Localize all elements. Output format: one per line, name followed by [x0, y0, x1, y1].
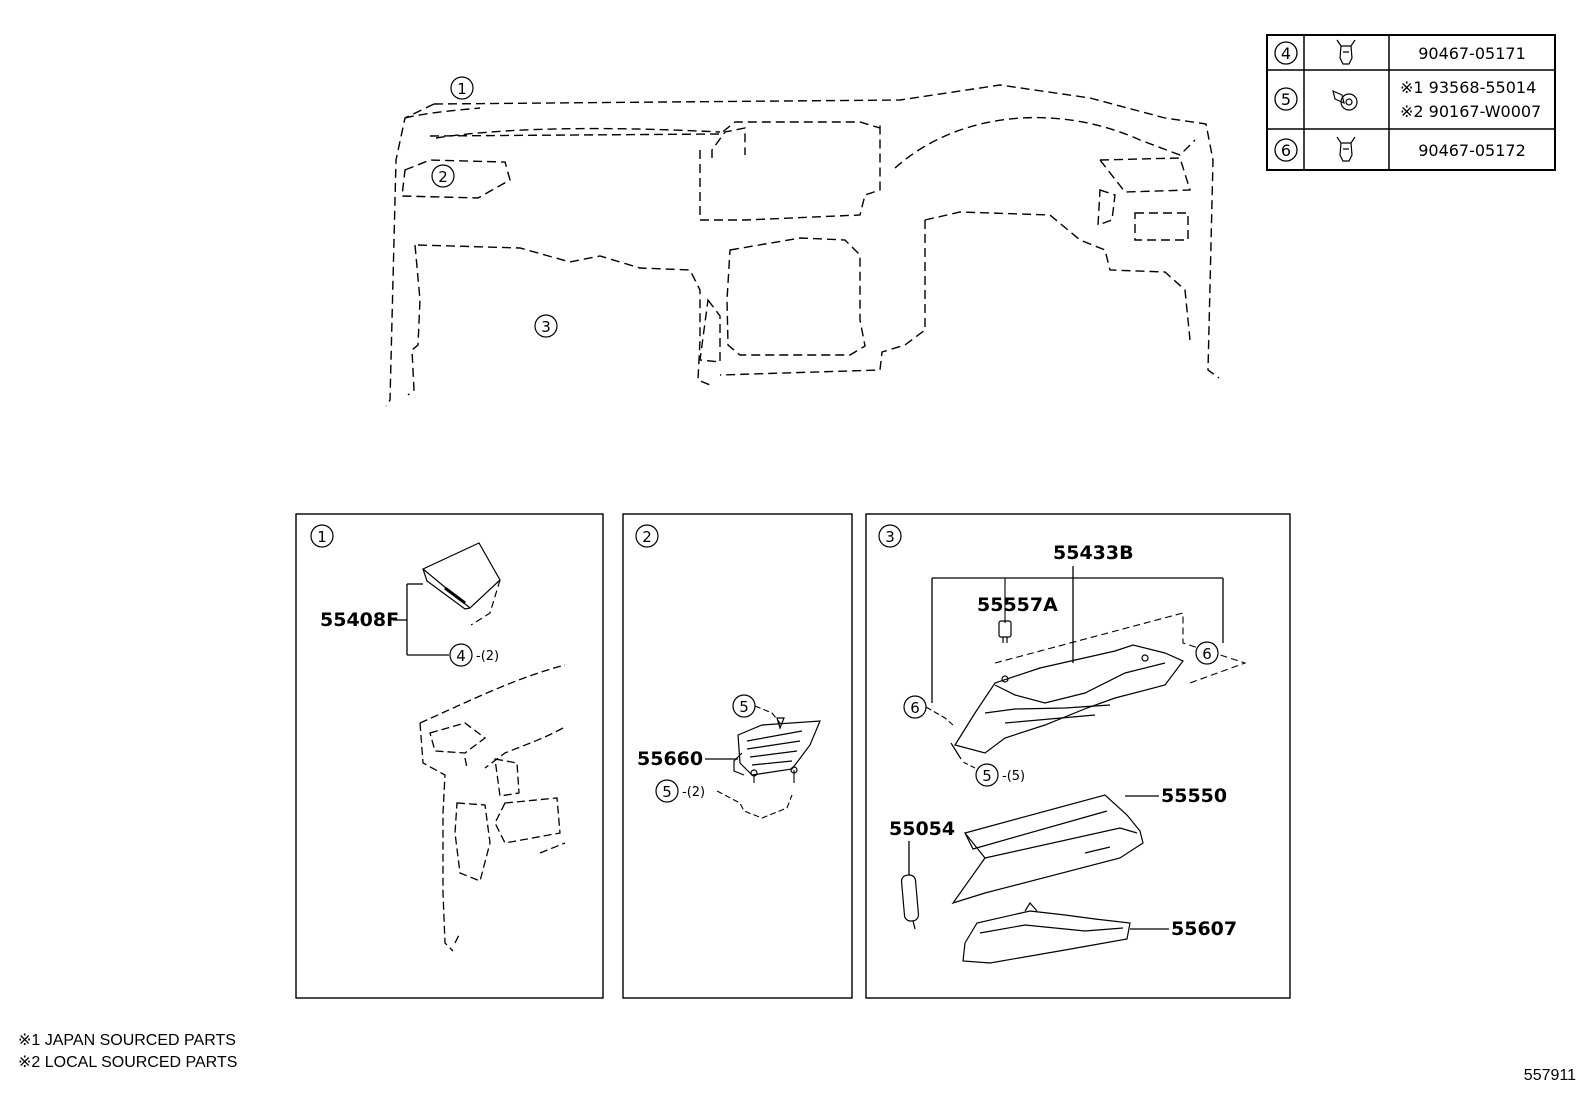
damper-part	[900, 874, 920, 930]
bottom-cover-part	[962, 901, 1131, 964]
overview-callout: 1	[450, 76, 474, 100]
clip-ref-left: 6	[910, 699, 920, 717]
svg-text:1: 1	[457, 80, 467, 98]
svg-text:2: 2	[438, 168, 448, 186]
part-number-55557A: 55557A	[977, 594, 1058, 616]
clip-ref-right: 6	[1202, 645, 1212, 663]
upper-pad-outline	[435, 116, 1196, 169]
screw-quantity: -(5)	[1002, 769, 1025, 784]
detail-panel-2: 2 5 55660 5 -(2)	[622, 513, 853, 999]
side-vent-part	[733, 717, 821, 777]
parts-table-row: 5 ※1 93568-55014 ※2 90167-W0007	[1274, 78, 1541, 121]
screw-ref-top: 5	[739, 698, 749, 716]
footnote-japan: ※1 JAPAN SOURCED PARTS	[18, 1032, 236, 1049]
part-number-55408F: 55408F	[320, 609, 399, 631]
ref-number: 4	[1281, 44, 1291, 63]
part-number: ※1 93568-55014	[1400, 78, 1536, 97]
parts-table-row: 4 90467-05171	[1274, 39, 1526, 65]
overview-callout: 2	[431, 164, 455, 188]
clip-icon	[1336, 39, 1356, 65]
parts-table-row: 6 90467-05172	[1274, 136, 1526, 162]
screw-icon	[1332, 89, 1358, 111]
figure-number: 557911	[1523, 1067, 1576, 1084]
screw-ref-bottom: 5	[662, 783, 672, 801]
part-number-55433B: 55433B	[1053, 542, 1134, 564]
ref-number: 5	[1281, 90, 1291, 109]
part-number-55660: 55660	[637, 748, 703, 770]
overview-callout: 3	[534, 314, 558, 338]
screw-quantity: -(2)	[682, 785, 705, 800]
clip-ref: 4	[456, 647, 466, 665]
footnote-local: ※2 LOCAL SOURCED PARTS	[18, 1054, 238, 1071]
side-vent-outline	[401, 159, 511, 199]
svg-text:3: 3	[541, 318, 551, 336]
clip-icon	[1336, 136, 1356, 162]
part-number: 90467-05171	[1418, 44, 1526, 63]
part-number-55054: 55054	[889, 818, 955, 840]
glovebox-area-outline	[407, 244, 711, 396]
panel-number: 1	[317, 528, 327, 546]
dashboard-section-outline	[419, 664, 566, 952]
panel-number: 3	[885, 528, 895, 546]
detail-panel-1: 1 55408F 4 -(2)	[295, 513, 604, 999]
dashboard-outline	[385, 84, 1220, 407]
glovebox-part	[951, 794, 1144, 905]
part-number-55607: 55607	[1171, 918, 1237, 940]
detail-panel-3: 3 55433B 55557A 6 6 5 -(5) 55550 55	[865, 513, 1291, 999]
fastener-parts-table: 4 90467-05171 5 ※1 93568-55014 ※2 90167-…	[1266, 34, 1556, 171]
bulb-part	[998, 620, 1012, 643]
part-number: 90467-05172	[1418, 141, 1526, 160]
clip-quantity: -(2)	[476, 649, 499, 664]
part-number: ※2 90167-W0007	[1400, 102, 1541, 121]
dashboard-overview-diagram: 1 2 3	[385, 76, 1220, 407]
upper-pad-part	[421, 542, 501, 610]
panel-number: 2	[642, 528, 652, 546]
part-number-55550: 55550	[1161, 785, 1227, 807]
screw-ref: 5	[982, 767, 992, 785]
ref-number: 6	[1281, 141, 1291, 160]
center-stack-outline	[699, 124, 881, 221]
glovebox-frame-part	[950, 644, 1184, 760]
